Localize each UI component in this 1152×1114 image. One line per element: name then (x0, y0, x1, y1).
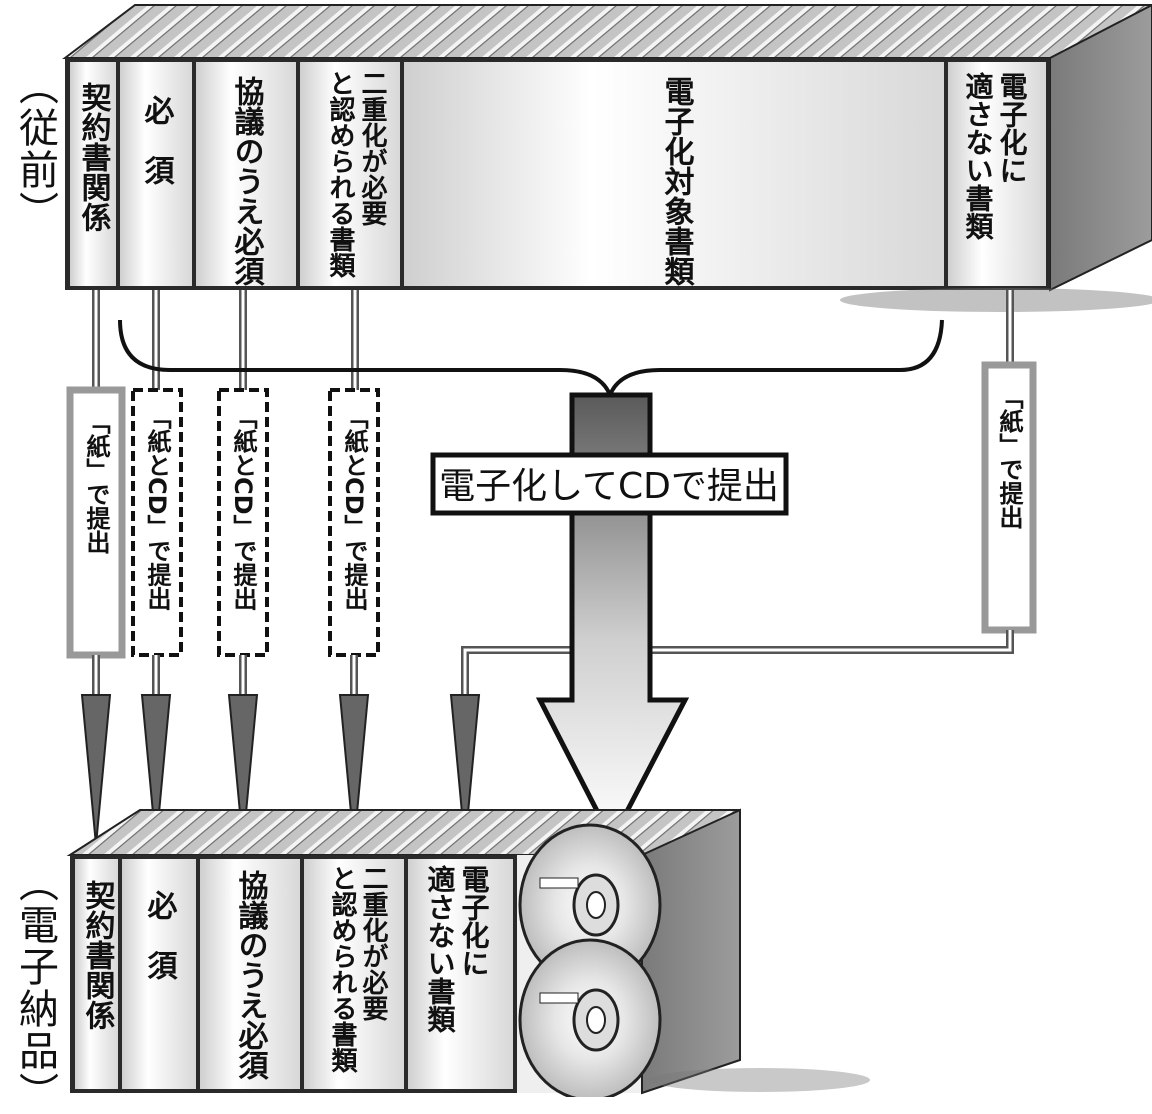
label-paper-cd-2: 「紙とCD」で提出 (219, 390, 267, 655)
label-paper-right: 「紙」で提出 (985, 365, 1033, 630)
cd-discs (520, 825, 660, 1097)
label-paper-cd-3: 「紙とCD」で提出 (330, 390, 378, 655)
svg-text:「紙」で提出: 「紙」で提出 (995, 385, 1023, 529)
svg-text:電子化に: 電子化に (458, 865, 491, 977)
side-label-before: （従前） (6, 65, 64, 233)
top-block-top-face (65, 5, 1152, 58)
top-label-duplicate-col2: と認められる書類 (325, 70, 355, 279)
top-label-contract: 契約書関係 (76, 82, 112, 232)
svg-text:電子化してCDで提出: 電子化してCDで提出 (439, 466, 779, 507)
top-label-duplicate-col1: 二重化が必要 (357, 70, 387, 226)
label-paper-cd-1: 「紙とCD」で提出 (133, 390, 181, 655)
svg-text:二重化が必要: 二重化が必要 (358, 865, 388, 1021)
digitize-banner: 電子化してCDで提出 (433, 455, 786, 513)
top-label-consult: 協議のうえ必須 (229, 76, 265, 286)
svg-text:と認められる書類: と認められる書類 (327, 865, 357, 1074)
top-label-digitize-target: 電子化対象書類 (659, 76, 695, 286)
bottom-block-side-face (642, 810, 740, 1093)
top-label-not-suitable-col1: 電子化に (996, 72, 1029, 184)
svg-text:「紙とCD」で提出: 「紙とCD」で提出 (229, 405, 257, 611)
svg-text:必 須: 必 須 (142, 890, 178, 980)
svg-text:「紙とCD」で提出: 「紙とCD」で提出 (340, 405, 368, 611)
label-paper-left: 「紙」で提出 (70, 390, 122, 655)
side-label-after: （電子納品） (6, 862, 64, 1097)
top-label-not-suitable-col2: 適さない書類 (962, 71, 995, 240)
cd-disc-2 (520, 940, 660, 1097)
svg-text:協議のうえ必須: 協議のうえ必須 (233, 870, 269, 1080)
top-label-required: 必 須 (139, 95, 175, 185)
top-block-shadow (840, 288, 1152, 312)
svg-text:「紙とCD」で提出: 「紙とCD」で提出 (143, 405, 171, 611)
svg-text:「紙」で提出: 「紙」で提出 (82, 410, 110, 554)
svg-text:契約書関係: 契約書関係 (80, 880, 116, 1030)
svg-text:適さない書類: 適さない書類 (424, 864, 457, 1033)
